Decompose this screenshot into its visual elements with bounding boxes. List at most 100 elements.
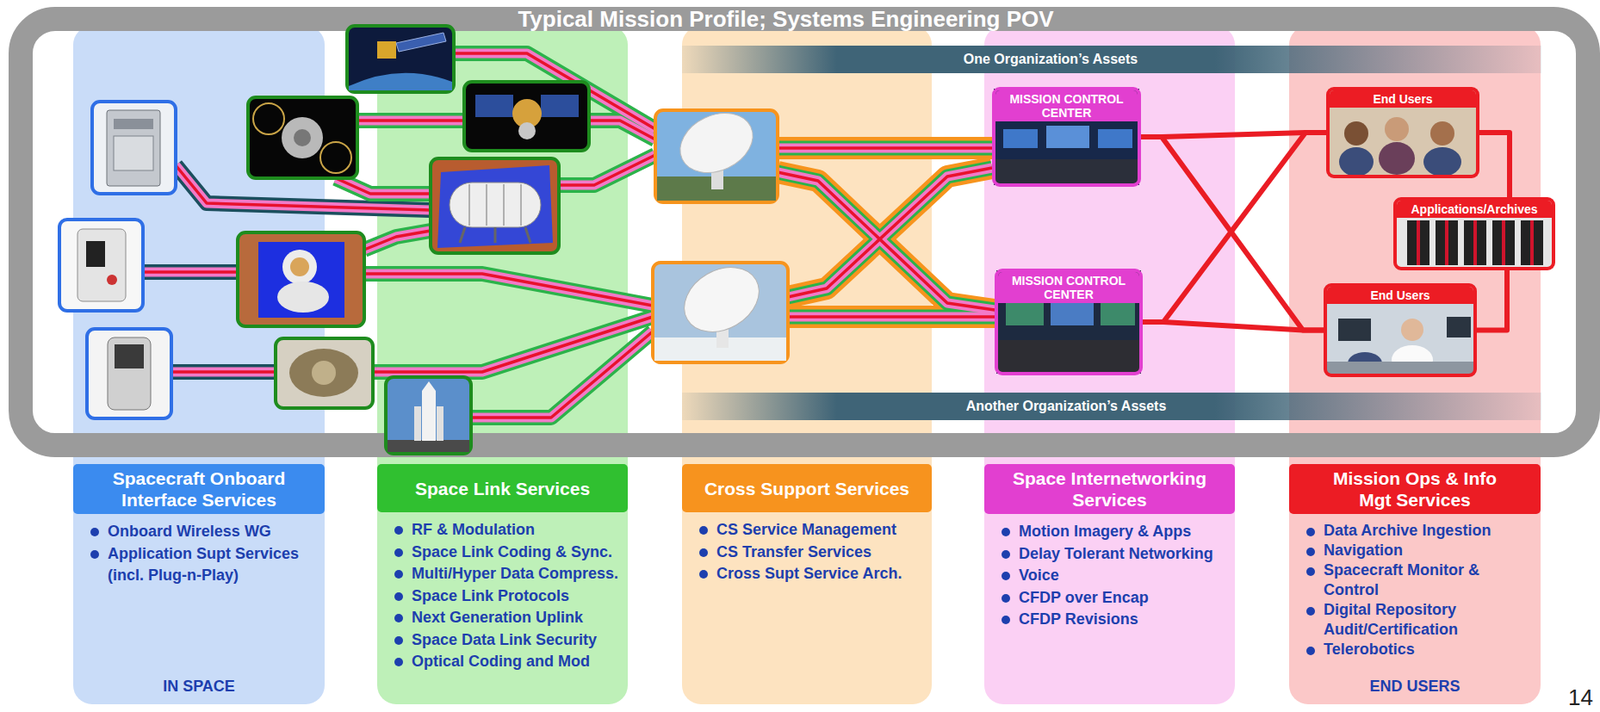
picture-label: End Users <box>1327 286 1474 304</box>
habitat-module <box>449 182 541 228</box>
header-text: Spacecraft Onboard Interface Services <box>100 467 298 511</box>
bullet-dot <box>1306 547 1315 557</box>
rover-picture <box>275 338 373 409</box>
habitat-ribs <box>469 184 521 226</box>
solar-array <box>253 103 285 135</box>
screen <box>1046 125 1090 149</box>
link-tube <box>777 141 993 156</box>
bullet-text: Data Archive Ingestion <box>1323 520 1536 541</box>
rocket-body <box>421 390 436 441</box>
astronaut-helmet <box>282 249 317 285</box>
person-body <box>1339 147 1374 177</box>
bullet-text: CS Transfer Services <box>716 541 927 565</box>
bullet-list: Data Archive IngestionNavigationSpacecra… <box>1323 520 1536 660</box>
bullet-dot <box>699 570 708 579</box>
header-text: Cross Support Services <box>704 477 910 500</box>
header-text: Mission Ops & Info Mgt Services <box>1316 467 1514 511</box>
device-picture <box>92 101 176 194</box>
tube-red <box>142 53 995 418</box>
capsule-picture <box>248 97 358 179</box>
link-tube <box>335 178 431 194</box>
service-header: Space Link Services <box>377 464 628 513</box>
device-part <box>113 136 154 171</box>
capsule-part <box>293 129 311 147</box>
bullet-dot <box>394 526 404 535</box>
link-tube <box>364 230 431 250</box>
antenna-dish <box>670 101 763 184</box>
link-tube <box>471 331 653 418</box>
server-rack <box>1520 220 1544 266</box>
footer-holder: END USERS <box>1289 676 1541 696</box>
bullet-item: Delay Tolerant Networking <box>1018 543 1230 566</box>
bullet-item: Space Link Coding & Sync. <box>411 541 623 565</box>
bullet-item: Data Archive Ingestion <box>1323 520 1536 541</box>
picture-label: MISSION CONTROL CENTER <box>998 272 1140 304</box>
satellite-part <box>518 122 536 140</box>
link-tube <box>787 167 993 298</box>
service-header: Mission Ops & Info Mgt Services <box>1289 464 1541 515</box>
bullet-dot <box>1001 594 1011 603</box>
bullet-item: Application Supt Services (incl. Plug-n-… <box>107 543 320 588</box>
link-tube <box>471 331 653 418</box>
bar-text: One Organization’s Assets <box>963 45 1138 74</box>
bullet-item: Spacecraft Monitor & Control <box>1323 560 1536 601</box>
control-room-picture <box>993 88 1140 186</box>
link-tube <box>589 120 656 140</box>
link-tube <box>142 270 238 274</box>
server-rack <box>1463 220 1487 266</box>
device-part <box>114 344 144 369</box>
bullet-item: CFDP over Encap <box>1018 587 1230 610</box>
bullet-item: CS Transfer Services <box>716 541 927 565</box>
device-part <box>113 118 154 130</box>
device-body <box>77 229 126 302</box>
bullet-text: RF & Modulation <box>411 519 623 542</box>
link-tube <box>777 146 993 150</box>
users-picture <box>1325 285 1476 376</box>
solar-panel <box>396 32 447 52</box>
astronaut-picture <box>237 232 365 327</box>
bullet-text: Next Generation Uplink <box>411 607 623 630</box>
diagram-title: Typical Mission Profile; Systems Enginee… <box>517 6 1054 32</box>
bullet-item: Next Generation Uplink <box>411 607 623 630</box>
bullet-item: Digital Repository Audit/Certification <box>1323 600 1536 640</box>
rack-stripe <box>1416 220 1421 266</box>
rocket-booster <box>414 406 422 441</box>
picture-frame <box>464 81 590 151</box>
server-rack <box>1492 220 1515 266</box>
data-link <box>1142 132 1327 323</box>
link-tube <box>777 136 993 160</box>
bullet-text: Voice <box>1018 564 1230 588</box>
device-part <box>106 274 118 286</box>
link-tube <box>364 273 653 306</box>
link-tube <box>357 118 465 123</box>
rocket-picture <box>385 377 472 454</box>
bullet-text: Application Supt Services (incl. Plug-n-… <box>107 543 320 588</box>
bullet-text: Motion Imagery & Apps <box>1018 520 1230 544</box>
satellite-body <box>377 41 397 59</box>
bullet-dot <box>1306 646 1315 656</box>
picture-frame <box>86 328 172 419</box>
rover-body <box>289 348 359 397</box>
header-text: Space Link Services <box>415 477 590 500</box>
device-picture <box>59 219 143 311</box>
picture-ground <box>258 241 345 318</box>
server-rack <box>1435 220 1458 266</box>
habitat-picture <box>430 158 559 254</box>
bullet-item: Optical Coding and Mod <box>411 651 623 674</box>
person-body <box>1423 147 1462 177</box>
bullet-dot <box>1306 527 1315 537</box>
bullet-item: Navigation <box>1323 540 1536 561</box>
link-tube <box>364 230 431 250</box>
rack-stripe <box>1473 220 1477 266</box>
antenna-dish <box>672 254 771 346</box>
link-tubes <box>142 53 995 418</box>
link-tube <box>558 155 656 186</box>
satellite-picture <box>347 25 454 93</box>
bullet-item: CS Service Management <box>716 519 927 542</box>
picture-frame <box>248 97 358 179</box>
data-link <box>1476 270 1507 331</box>
device-part <box>86 241 106 267</box>
picture-label: Applications/Archives <box>1396 200 1552 218</box>
bullet-dot <box>394 636 404 645</box>
